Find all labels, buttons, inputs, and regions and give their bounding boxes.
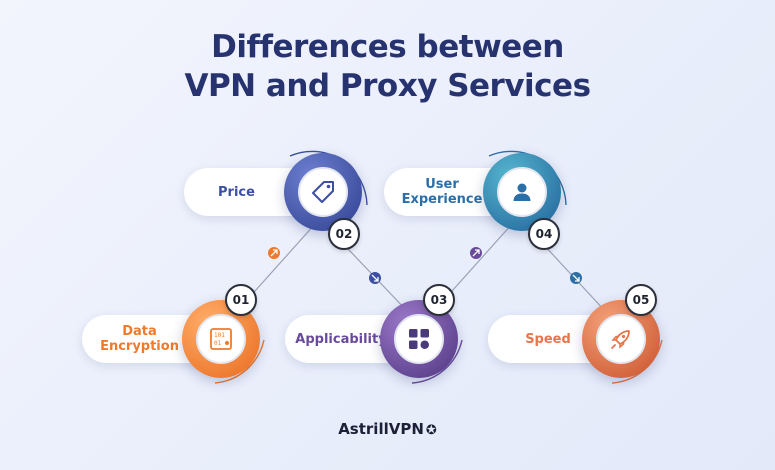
arrow-up-right-icon <box>472 249 480 257</box>
step-01-icon-holder: 101 01 <box>196 314 246 364</box>
arrow-down-right-icon <box>572 274 580 282</box>
step-02-number: 02 <box>328 218 360 250</box>
apps-grid-icon <box>409 329 429 349</box>
star-badge-icon: ✪ <box>425 423 437 438</box>
step-04-number: 04 <box>528 218 560 250</box>
step-02-icon-holder <box>298 167 348 217</box>
connector-dot-down-1 <box>369 272 381 284</box>
step-05-number: 05 <box>625 284 657 316</box>
step-01-circle: 101 01 <box>182 300 260 378</box>
rocket-icon <box>611 330 630 349</box>
connector-dot-down-2 <box>570 272 582 284</box>
page-title: Differences between VPN and Proxy Servic… <box>0 28 775 106</box>
step-01-number: 01 <box>225 284 257 316</box>
svg-text:101: 101 <box>214 332 225 339</box>
step-03-number: 03 <box>423 284 455 316</box>
logo-text: AstrillVPN <box>338 420 424 438</box>
arc-03 <box>411 339 463 384</box>
arrow-down-right-icon <box>371 274 379 282</box>
connector-dot-up-2 <box>470 247 482 259</box>
step-03-circle <box>380 300 458 378</box>
data-encryption-icon: 101 01 <box>210 328 232 350</box>
title-line-1: Differences between <box>211 29 564 65</box>
step-05-label: Speed <box>525 331 571 347</box>
step-04-label: User Experience <box>401 177 483 207</box>
arrow-up-right-icon <box>270 249 278 257</box>
user-icon <box>513 183 531 201</box>
svg-text:01: 01 <box>214 340 222 347</box>
step-05-circle <box>582 300 660 378</box>
step-01-label: Data Encryption <box>100 324 179 354</box>
step-03-label: Applicability <box>295 331 387 347</box>
step-02-label: Price <box>218 184 255 200</box>
title-line-2: VPN and Proxy Services <box>184 68 591 104</box>
connector-dot-up-1 <box>268 247 280 259</box>
brand-logo: AstrillVPN✪ <box>0 420 775 438</box>
arc-01 <box>214 339 265 384</box>
step-04-icon-holder <box>497 167 547 217</box>
step-02-circle <box>284 153 362 231</box>
step-03-icon-holder <box>394 314 444 364</box>
price-tag-icon <box>312 181 334 203</box>
step-05-icon-holder <box>596 314 646 364</box>
